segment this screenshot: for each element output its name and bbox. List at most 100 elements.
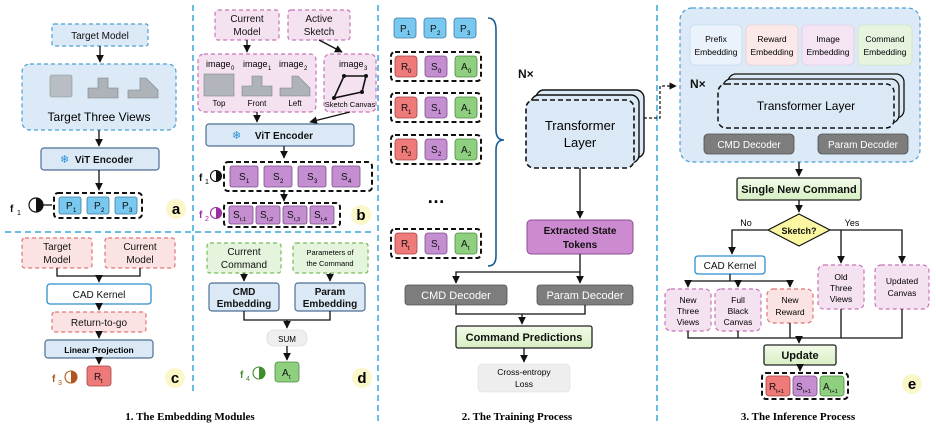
- section-3-title: 3. The Inference Process: [741, 411, 856, 423]
- svg-text:t: t: [408, 246, 410, 252]
- param-decoder-infer: [817, 133, 909, 155]
- svg-text:S: S: [273, 172, 280, 183]
- updated-canvas-box: [874, 264, 930, 310]
- svg-text:Views: Views: [830, 294, 853, 304]
- train-to-infer-connector: [644, 82, 677, 119]
- panel-d-badge: [352, 368, 372, 388]
- r-token-c: [86, 365, 112, 387]
- snowflake-icon: ❄: [232, 130, 241, 142]
- a-token-d: [274, 361, 300, 383]
- command-embedding-box: [857, 24, 913, 66]
- infer-cad-kernel-label: CAD Kernel: [704, 261, 757, 272]
- svg-text:S: S: [431, 239, 438, 250]
- svg-text:image: image: [339, 59, 364, 69]
- svg-text:R: R: [401, 239, 408, 250]
- param-embedding-label: Param: [315, 287, 346, 298]
- cmd-decoder-infer-label: CMD Decoder: [717, 140, 781, 151]
- single-new-command-label: Single New Command: [741, 184, 857, 196]
- vit-encoder-a-label: ViT Encoder: [75, 155, 133, 166]
- svg-text:Embedding: Embedding: [806, 47, 849, 57]
- svg-text:3: 3: [364, 66, 368, 72]
- svg-text:S: S: [287, 210, 294, 221]
- cmd-decoder-infer: [703, 133, 795, 155]
- svg-text:A: A: [461, 239, 468, 250]
- svg-text:t+1: t+1: [803, 389, 811, 395]
- svg-text:f: f: [199, 210, 203, 221]
- svg-text:t+1: t+1: [776, 389, 784, 395]
- svg-text:Canvas: Canvas: [888, 288, 917, 298]
- svg-text:1: 1: [205, 179, 209, 186]
- current-model-label: Current: [230, 14, 264, 25]
- inference-process: Prefix Embedding Reward Embedding Image …: [664, 7, 930, 400]
- st-token-group-b: [223, 202, 341, 228]
- updated-canvas-label: Updated: [886, 276, 918, 286]
- svg-text:Black: Black: [728, 306, 750, 316]
- svg-text:f: f: [52, 374, 56, 385]
- old-three-views-label: Old: [834, 272, 848, 282]
- svg-text:Model: Model: [126, 255, 153, 266]
- svg-text:image: image: [243, 59, 268, 69]
- svg-text:2: 2: [304, 66, 308, 72]
- svg-text:A: A: [282, 368, 289, 379]
- svg-text:0: 0: [468, 69, 472, 75]
- full-black-canvas-label: Full: [731, 295, 745, 305]
- svg-text:Loss: Loss: [515, 379, 533, 389]
- svg-text:Sketch: Sketch: [304, 27, 335, 38]
- svg-text:Views: Views: [677, 317, 700, 327]
- svg-text:S: S: [233, 210, 240, 221]
- sketch-polygon-icon: [332, 74, 368, 100]
- svg-text:0: 0: [408, 69, 412, 75]
- panel-e-letter: e: [908, 376, 916, 393]
- target-model-label: Target Model: [71, 31, 129, 42]
- svg-text:t: t: [468, 246, 470, 252]
- yes-label: Yes: [845, 218, 860, 228]
- left-view-thumb: [279, 75, 311, 97]
- transformer-layer-train: [525, 99, 635, 169]
- svg-text:S: S: [239, 172, 246, 183]
- panel-c: Target Model Current Model CAD Kernel Re…: [21, 237, 185, 388]
- svg-text:R: R: [401, 62, 408, 73]
- vit-encoder-b: [205, 123, 355, 147]
- snowflake-icon: ❄: [60, 154, 69, 166]
- svg-text:P: P: [400, 24, 407, 35]
- panel-c-badge: [165, 368, 185, 388]
- svg-text:S: S: [431, 103, 438, 114]
- svg-text:t,4: t,4: [321, 217, 327, 223]
- svg-text:Embedding: Embedding: [863, 47, 906, 57]
- update-label: Update: [781, 350, 818, 362]
- svg-text:f: f: [199, 173, 203, 184]
- svg-text:Left: Left: [288, 99, 302, 108]
- return-to-go-label: Return-to-go: [71, 318, 128, 329]
- reward-embedding-label: Reward: [757, 34, 787, 44]
- sketch-decision-label: Sketch?: [781, 226, 816, 236]
- svg-text:the Command: the Command: [306, 259, 353, 268]
- svg-text:t: t: [438, 246, 440, 252]
- section-2-title: 2. The Training Process: [462, 411, 573, 423]
- command-embedding-label: Command: [865, 34, 904, 44]
- svg-text:image: image: [206, 59, 231, 69]
- image-embedding-label: Image: [816, 34, 840, 44]
- svg-text:1: 1: [17, 210, 21, 217]
- svg-text:1: 1: [268, 66, 272, 72]
- svg-text:1: 1: [438, 110, 442, 116]
- panel-b-letter: b: [356, 207, 365, 224]
- panel-a-letter: a: [172, 201, 181, 218]
- svg-text:2: 2: [438, 152, 442, 158]
- p-token-group-a: [53, 192, 143, 219]
- active-sketch-box: [287, 9, 351, 41]
- prefix-embedding-box: [689, 24, 743, 66]
- svg-text:P: P: [430, 24, 437, 35]
- active-sketch-label: Active: [305, 14, 333, 25]
- output-token-group: [761, 372, 849, 400]
- svg-text:t,2: t,2: [267, 217, 273, 223]
- svg-text:Embedding: Embedding: [750, 47, 793, 57]
- svg-text:Three: Three: [677, 306, 699, 316]
- svg-text:t,3: t,3: [294, 217, 300, 223]
